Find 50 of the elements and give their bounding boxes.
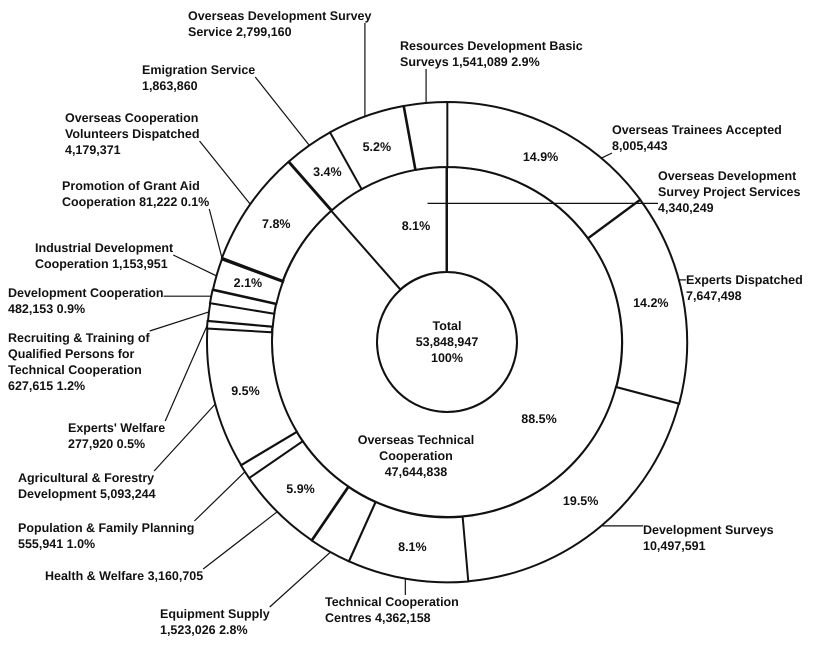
segment-label: Overseas Cooperation Volunteers Dispatched 4,179,371 [65, 110, 230, 158]
leader-line [172, 254, 217, 276]
segment-label: Resources Development Basic Surveys 1,541,089 2.9% [400, 38, 590, 70]
leader-line [364, 23, 366, 116]
segment-label: Experts' Welfare 277,920 0.5% [68, 420, 186, 452]
segment-label: Technical Cooperation Centres 4,362,158 [325, 594, 500, 626]
percent-label: 14.9% [522, 148, 558, 165]
percent-label: 3.4% [313, 164, 342, 180]
segment-label: Development Surveys 10,497,591 [643, 522, 793, 554]
segment-label: Experts Dispatched 7,647,498 [686, 272, 821, 304]
percent-label: 5.2% [362, 138, 392, 155]
percent-label: 7.8% [262, 216, 291, 232]
segment-label: Agricultural & Forestry Development 5,093,244 [18, 470, 193, 502]
percent-label: 9.5% [231, 383, 260, 400]
percent-label: 5.9% [286, 480, 315, 497]
segment-label: Overseas Trainees Accepted 8,005,443 [612, 122, 787, 154]
leader-line [208, 208, 223, 258]
leader-line [601, 525, 643, 526]
leader-line [164, 296, 212, 297]
segment-label: Industrial Development Cooperation 1,153,951 [35, 240, 210, 272]
leader-line [199, 140, 251, 205]
percent-label: 2.1% [234, 275, 262, 292]
segment-label: Health & Welfare 3,160,705 [45, 568, 245, 584]
segment-label: Equipment Supply 1,523,026 2.8% [160, 606, 290, 638]
segment-label: Population & Family Planning 555,941 1.0% [18, 520, 213, 552]
total-label: Total 53,848,947 100% [414, 318, 480, 366]
segment-label: Recruiting & Training of Qualified Persons for Technical Cooperation 627,615 1.2% [8, 330, 178, 394]
percent-label: 19.5% [562, 492, 598, 509]
segment-label: Overseas Development Survey Service 2,799,160 [188, 8, 413, 40]
percent-label: 88.5% [521, 411, 557, 427]
leader-line [194, 471, 246, 522]
leader-line [202, 511, 278, 570]
leader-line [404, 578, 406, 595]
leader-line [154, 404, 216, 472]
segment-label: Development Cooperation 482,153 0.9% [8, 285, 203, 317]
segment-label: Promotion of Grant Aid Cooperation 81,222 0.1% [62, 178, 217, 210]
segment-label: Overseas Development Survey Project Services 4,340,249 [658, 168, 823, 216]
leader-line [149, 311, 210, 332]
leader-line [425, 69, 427, 103]
percent-label: 14.2% [633, 295, 669, 312]
leader-line [269, 551, 332, 608]
segment-label: Overseas Technical Cooperation 47,644,838 [356, 432, 476, 480]
leader-line [601, 152, 612, 159]
leader-line [678, 279, 686, 280]
leader-line [164, 324, 208, 422]
percent-label: 8.1% [398, 538, 427, 555]
segment-label: Emigration Service 1,863,860 [142, 62, 282, 94]
leader-line [254, 76, 310, 146]
percent-label: 8.1% [402, 218, 430, 234]
leader-line [428, 202, 658, 204]
